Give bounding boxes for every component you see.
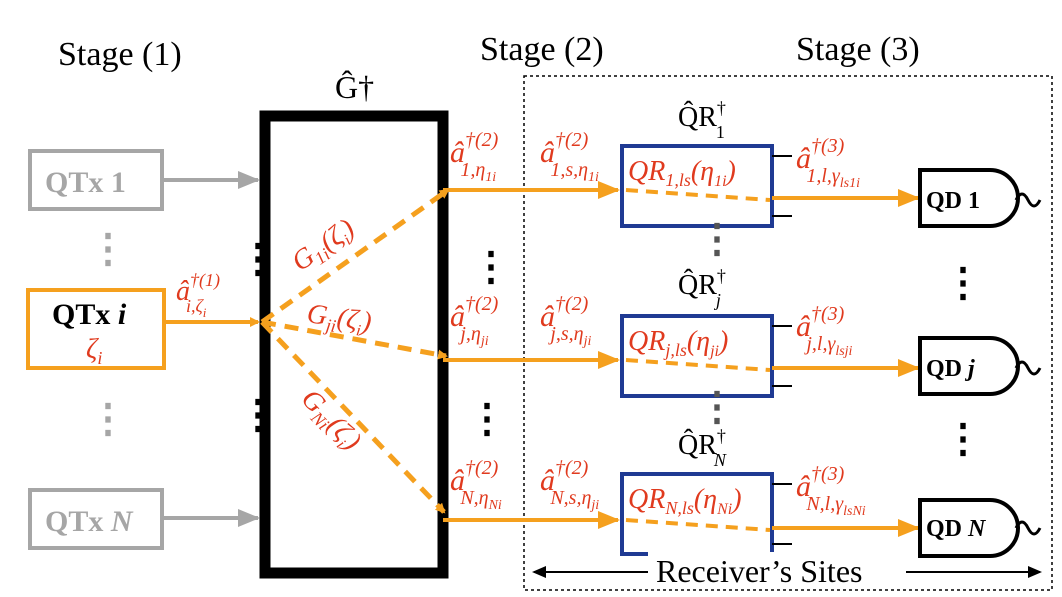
tx-ellipsis-bottom: ⋮	[88, 396, 128, 441]
qr-box-1: QR1,ls(η1i)	[620, 144, 774, 228]
transmitter-i-label: QTx i	[52, 298, 127, 331]
transmitter-1-label: QTx 1	[45, 166, 126, 199]
receiver-sites-label: Receiver’s Sites	[656, 553, 862, 589]
stage2-op-j: â†(2)j,ηji	[450, 293, 499, 349]
g-ellipsis-bottom: ⋮	[238, 392, 278, 437]
transmitter-1: QTx 1	[28, 149, 164, 211]
transmitter-n: QTx N	[28, 488, 164, 550]
qr-ticks	[772, 155, 792, 545]
svg-text:QD N: QD N	[926, 516, 987, 542]
svg-text:QR1,ls(η1i): QR1,ls(η1i)	[628, 156, 736, 190]
stage2-s-op-n: â†(2)N,s,ηji	[540, 457, 599, 513]
qr-box-j: QRj,ls(ηji)	[620, 314, 774, 398]
stage3-op-j: â†(3)j,l,γlsji	[796, 303, 853, 359]
g-ellipsis-top: ⋮	[238, 236, 278, 281]
qr-op-n: Q̂R†N	[678, 426, 727, 470]
input-operator: â†(1)i,ζi	[176, 270, 220, 320]
qr-op-1: Q̂R†1	[678, 98, 726, 142]
detector-n: QD N	[918, 498, 1042, 558]
detector-1: QD 1	[918, 168, 1042, 228]
stage2-s-op-j: â†(2)j,s,ηji	[540, 293, 591, 349]
stage-3-label: Stage (3)	[796, 31, 920, 68]
qr-box-n: QRN,ls(ηNi)	[620, 472, 774, 556]
gain-1: G1i(ζi)	[286, 213, 362, 280]
detector-j: QD j	[918, 336, 1042, 396]
branch-1	[260, 187, 450, 325]
channel-box	[259, 110, 449, 579]
stage2-op-1: â†(2)1,η1i	[450, 129, 499, 185]
svg-text:QD j: QD j	[926, 356, 975, 382]
stage-2-label: Stage (2)	[480, 31, 604, 68]
svg-text:QD 1: QD 1	[926, 188, 980, 214]
g-operator-label: Ĝ†	[335, 69, 374, 105]
qr-ellipsis-bottom: ⋮	[697, 384, 737, 429]
stage2-op-n: â†(2)N,ηNi	[450, 457, 502, 513]
stage2-ellipsis-bottom: ⋮	[467, 396, 507, 441]
qr-op-j: Q̂R†j	[678, 266, 726, 310]
branch-j	[261, 319, 448, 360]
stage2-ellipsis-top: ⋮	[471, 244, 511, 289]
stage3-op-1: â†(3)1,l,γls1i	[796, 135, 860, 191]
transmitter-i: QTx i ζi	[26, 288, 166, 370]
tx-ellipsis-top: ⋮	[88, 226, 128, 271]
stage-1-label: Stage (1)	[58, 36, 182, 73]
qd-ellipsis-bottom: ⋮	[943, 416, 983, 461]
stage3-op-n: â†(3)N,l,γlsNi	[796, 463, 866, 519]
qd-ellipsis-top: ⋮	[943, 260, 983, 305]
branch-n	[260, 320, 446, 514]
receiver-sites-region	[523, 75, 1053, 591]
stage2-s-op-1: â†(2)1,s,η1i	[540, 129, 599, 185]
transmitter-n-label: QTx N	[45, 505, 134, 538]
qr-ellipsis-top: ⋮	[697, 216, 737, 261]
